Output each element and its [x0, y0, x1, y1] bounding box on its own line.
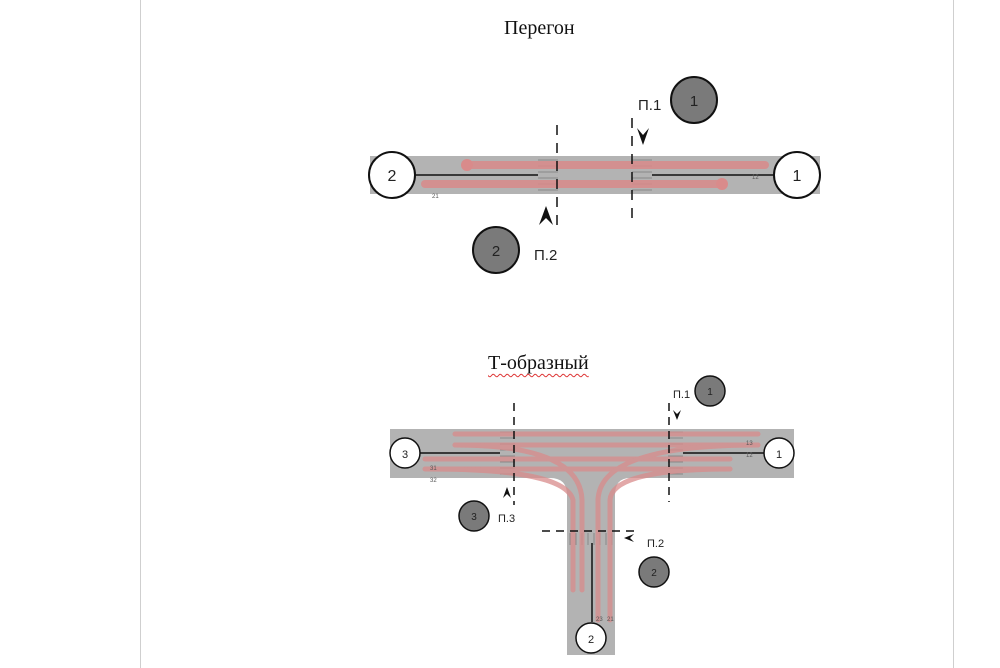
diagram-shape: [452, 442, 585, 593]
post-label: П.2: [647, 538, 664, 550]
flow-end: [716, 178, 728, 190]
flow-end: [461, 159, 473, 171]
post-2-badge: [472, 226, 520, 274]
post-number: 1: [690, 93, 698, 110]
t-junction-diagram: 3 1 2 31 32 13 12 23 21 1 П.1 2 П.2 3 П.…: [389, 375, 795, 655]
diagram-shape: [427, 466, 576, 593]
lane-label: 21: [432, 194, 439, 200]
node-label: 3: [402, 449, 408, 461]
post-label: П.1: [638, 97, 661, 114]
post-3-badge: [458, 500, 490, 532]
traffic-flows: [422, 431, 761, 623]
lane-label: 31: [430, 466, 437, 472]
lane-label: 32: [430, 478, 437, 484]
post-number: 1: [707, 387, 713, 398]
node-1: [773, 151, 821, 199]
road: [390, 429, 794, 655]
arrow-up-icon: [539, 206, 553, 225]
post-2-badge: [638, 556, 670, 588]
node-label: 2: [588, 634, 594, 646]
lane-label: 12: [752, 175, 759, 181]
lane-label: 13: [746, 441, 753, 447]
post-number: 2: [651, 568, 657, 579]
node-2: [368, 151, 416, 199]
post-1-badge: [670, 76, 718, 124]
post-label: П.1: [673, 389, 690, 401]
lane-label: 12: [746, 453, 753, 459]
arrow-down-icon: [637, 128, 649, 145]
diagram-shape: [595, 442, 761, 623]
arrow-up-icon: [503, 487, 511, 498]
post-1-badge: [694, 375, 726, 407]
peregon-diagram: 2 1 21 12 1 П.1 2 П.2: [368, 76, 821, 274]
post-label: П.3: [498, 513, 515, 525]
diagram-shape: [607, 466, 733, 623]
lane-label: 23: [596, 617, 603, 623]
diagram-title-t-junction: Т-образный: [488, 352, 589, 374]
post-number: 2: [492, 243, 500, 260]
post-label: П.2: [534, 247, 557, 264]
arrow-down-icon: [673, 410, 681, 420]
node-3: [389, 437, 421, 469]
traffic-flows: [421, 161, 769, 188]
lane-label: 21: [607, 617, 614, 623]
node-2: [575, 622, 607, 654]
diagram-title-peregon: Перегон: [504, 17, 575, 39]
node-label: 1: [793, 168, 802, 185]
post-number: 3: [471, 512, 477, 523]
arrow-left-icon: [624, 534, 634, 542]
node-label: 1: [776, 449, 782, 461]
document-page: [140, 0, 954, 668]
node-1: [763, 437, 795, 469]
node-label: 2: [388, 168, 397, 185]
